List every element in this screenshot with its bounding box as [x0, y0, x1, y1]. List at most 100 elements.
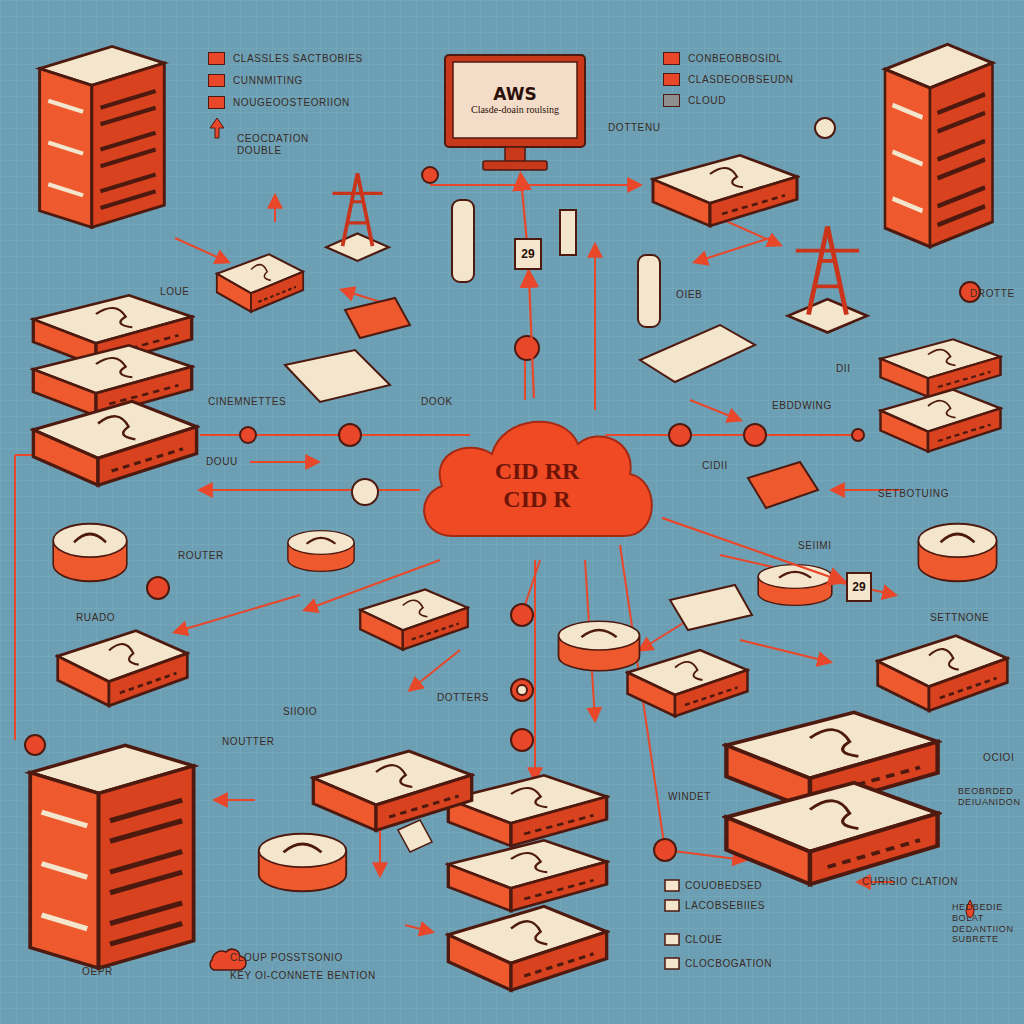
annotation-label: OCIOI [983, 752, 1014, 764]
monitor-screen: AWSClasde-doain roulsing [445, 55, 585, 173]
connector-arrow [662, 518, 846, 583]
flow-arrow [740, 640, 830, 662]
annotation-label: DOOK [421, 396, 453, 408]
annotation-label: LACOBSEBIIES [685, 900, 765, 912]
annotation-label: DOTTENU [608, 122, 661, 134]
annotation-label: DOUU [206, 456, 238, 468]
router-box [360, 590, 468, 650]
gem-icon [398, 820, 432, 852]
router-box [313, 751, 471, 831]
legend-text: CLOUD [688, 95, 726, 106]
node-dot [25, 735, 45, 755]
disc-icon [758, 565, 832, 606]
annotation-label: RUADO [76, 612, 115, 624]
antenna-mast [788, 226, 867, 332]
monitor-bezel [445, 55, 585, 147]
annotation-label: DII [836, 363, 851, 375]
node-dot [339, 424, 361, 446]
tube-icon [638, 255, 660, 327]
annotation-label: CEOCDATION DOUBLE [237, 133, 325, 157]
node-dot [352, 479, 378, 505]
legend-swatch [663, 94, 680, 107]
flow-arrow [175, 238, 228, 262]
node-text: Clasde-doain roulsing [457, 104, 573, 116]
legend-text: CONBEOBBOSIDL [688, 53, 783, 64]
monitor-base [483, 161, 547, 170]
annotation-label: DROTTE [970, 288, 1015, 300]
disc-icon [918, 524, 996, 582]
tube-icon [452, 200, 474, 282]
connector-arrow [520, 173, 526, 238]
legend-swatch [663, 52, 680, 65]
node-dot [744, 424, 766, 446]
flow-arrow [200, 489, 420, 491]
node-dot [654, 839, 676, 861]
annotation-label: COUOBEDSED [685, 880, 762, 892]
disc-icon [559, 621, 640, 671]
annotation-label: OIEB [676, 289, 702, 301]
node-dot [515, 336, 539, 360]
annotation-label: SETBOTUING [878, 488, 949, 500]
node-text: CID RR [495, 458, 580, 486]
router-box [653, 155, 797, 226]
annotation-label: CLOUP POSSTSONIO [230, 952, 343, 964]
card-icon [670, 585, 752, 630]
value-chip: 29 [846, 572, 872, 602]
node-dot [422, 167, 438, 183]
annotation-label: SIIOIO [283, 706, 317, 718]
node-text: 29 [521, 247, 534, 261]
connector-arrow [529, 270, 534, 398]
annotation-label: CIDII [702, 460, 728, 472]
server-tower [30, 745, 193, 968]
node-dot [815, 118, 835, 138]
monitor-stand [505, 147, 525, 162]
annotation-label: EBDDWING [772, 400, 832, 412]
router-box [878, 636, 1008, 711]
annotation-label: SETTNONE [930, 612, 989, 624]
legend-entry: NOUGEOOSTEORIION [208, 96, 350, 109]
server-stack [881, 390, 1001, 452]
node-dot [511, 679, 533, 701]
legend-text: CLASSLES SACTBOBIES [233, 53, 363, 64]
server-stack [726, 783, 937, 885]
annotation-label: ROUTER [178, 550, 224, 562]
annotation-label: CURISIO CLATION [862, 876, 958, 888]
annotation-label: BEOBRDED DEIUANIDON [958, 786, 1022, 808]
pin-icon [210, 118, 224, 138]
legend-entry: CLASDEOOBSEUDN [663, 73, 794, 86]
server-stack [33, 401, 196, 485]
node-text: CID R [503, 486, 570, 514]
annotation-label: OEPR [82, 966, 113, 978]
cloud-body [424, 422, 652, 536]
flow-arrow [695, 238, 770, 262]
legend-swatch [208, 74, 225, 87]
legend-icon [665, 900, 679, 911]
chip-icon [748, 462, 818, 508]
server-stack [881, 339, 1001, 396]
flow-arrow [175, 595, 300, 632]
server-tower [885, 44, 993, 246]
monitor-screen-area [453, 62, 577, 138]
server-stack [448, 906, 606, 990]
server-tower [40, 46, 165, 227]
annotation-label: LOUE [160, 286, 190, 298]
flow-arrow [430, 184, 640, 186]
legend-entry: CONBEOBBOSIDL [663, 52, 783, 65]
node-dot [147, 577, 169, 599]
router-box [58, 631, 188, 706]
annotation-label: SEIIMI [798, 540, 832, 552]
node-dot [852, 429, 864, 441]
legend-swatch [208, 52, 225, 65]
disc-icon [259, 834, 346, 892]
cloud-shape: CID RRCID R [412, 398, 662, 550]
disc-icon [288, 531, 354, 572]
node-text: 29 [852, 580, 865, 594]
legend-entry: CLOUD [663, 94, 726, 107]
node-dot [240, 427, 256, 443]
annotation-label: CLOCBOGATION [685, 958, 772, 970]
legend-entry: CUNNMITING [208, 74, 303, 87]
legend-entry: CLASSLES SACTBOBIES [208, 52, 363, 65]
